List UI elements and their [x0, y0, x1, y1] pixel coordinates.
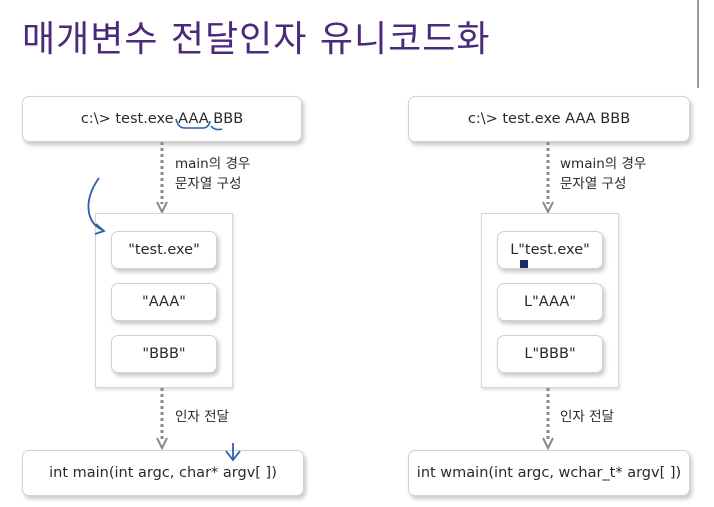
left-step1-line2: 문자열 구성: [175, 176, 242, 192]
page-title: 매개변수 전달인자 유니코드화: [22, 19, 491, 60]
left-arrow-down-icon: [156, 388, 168, 451]
right-string-text: L"test.exe": [510, 242, 590, 258]
right-signature-box: int wmain(int argc, wchar_t* argv[ ]): [408, 450, 690, 496]
left-step2-label: 인자 전달: [175, 409, 229, 425]
left-string-box: "AAA": [111, 283, 217, 321]
left-string-text: "BBB": [142, 346, 186, 362]
right-string-box: L"BBB": [497, 335, 603, 373]
right-string-box: L"AAA": [497, 283, 603, 321]
right-step1-line1: wmain의 경우: [560, 156, 647, 172]
vertical-divider: [697, 0, 699, 88]
left-step1-line1: main의 경우: [175, 156, 251, 172]
right-signature-text: int wmain(int argc, wchar_t* argv[ ]): [416, 465, 682, 481]
right-command-text: c:\> test.exe AAA BBB: [467, 111, 631, 127]
text-cursor-marker: [520, 260, 528, 268]
right-step1-line2: 문자열 구성: [560, 176, 627, 192]
left-signature-text: int main(int argc, char* argv[ ]): [49, 465, 277, 481]
right-step2-label: 인자 전달: [560, 409, 614, 425]
right-string-box: L"test.exe": [497, 231, 603, 269]
left-command-text: c:\> test.exe AAA BBB: [80, 111, 244, 127]
left-command-box: c:\> test.exe AAA BBB: [22, 96, 302, 142]
right-string-text: L"BBB": [524, 346, 576, 362]
right-string-text: L"AAA": [524, 294, 576, 310]
left-string-text: "AAA": [142, 294, 186, 310]
left-string-box: "test.exe": [111, 231, 217, 269]
left-arrow-down-icon: [156, 142, 168, 215]
left-string-text: "test.exe": [128, 242, 200, 258]
left-string-box: "BBB": [111, 335, 217, 373]
left-signature-box: int main(int argc, char* argv[ ]): [22, 450, 304, 496]
right-command-box: c:\> test.exe AAA BBB: [408, 96, 690, 142]
right-arrow-down-icon: [542, 388, 554, 451]
right-arrow-down-icon: [542, 142, 554, 215]
